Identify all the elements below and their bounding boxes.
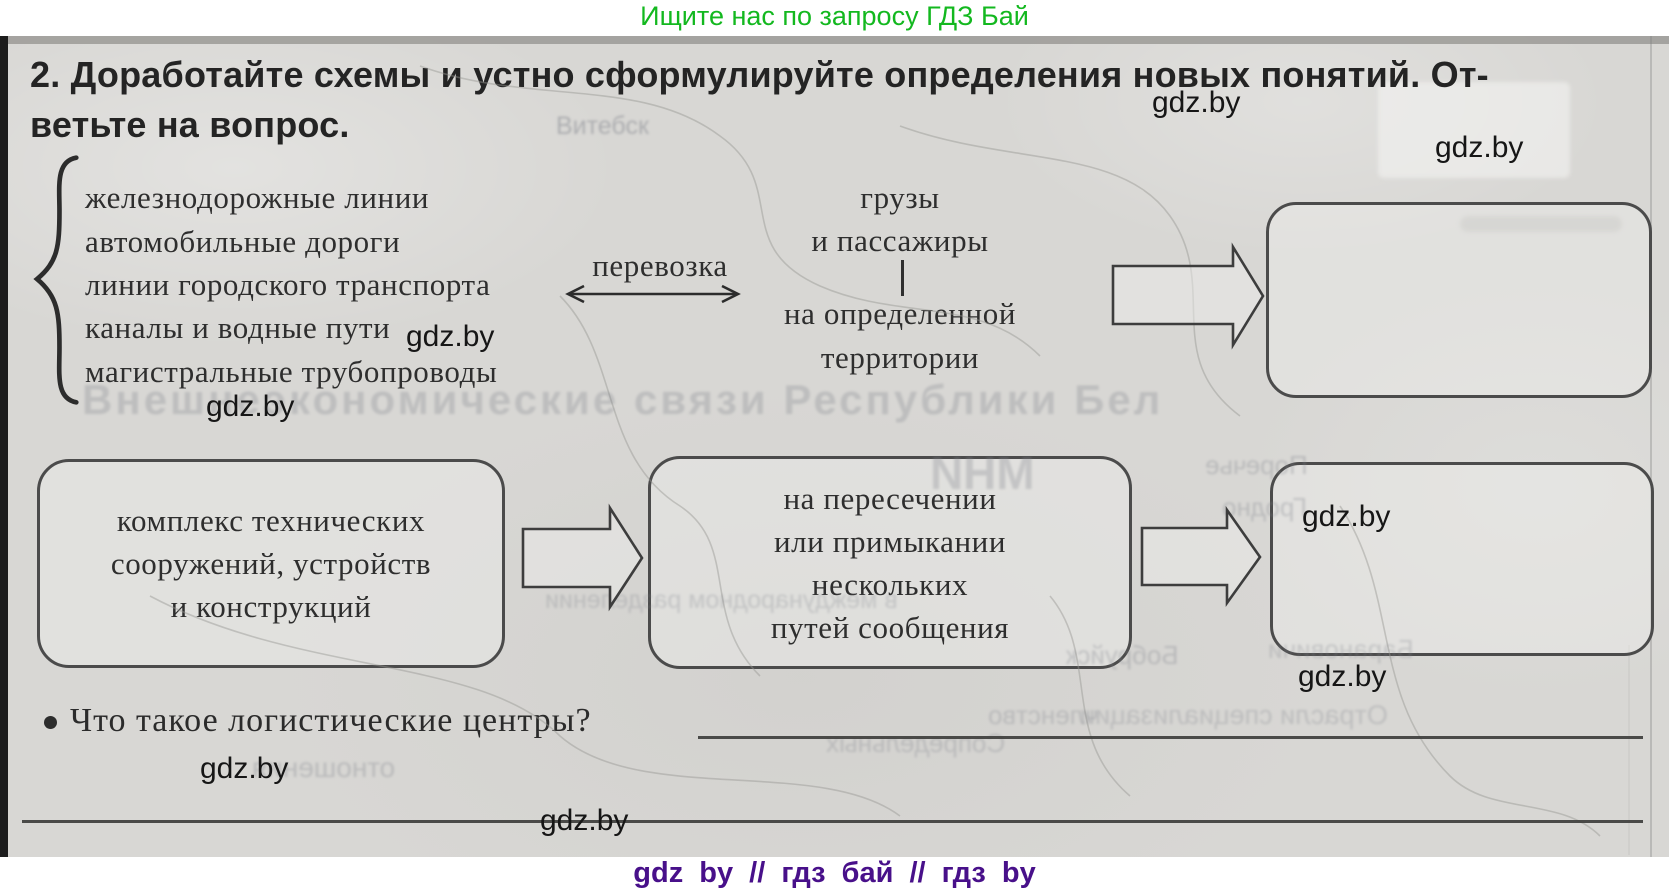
promo-banner-bottom: gdz by // гдз бай // гдз by (0, 857, 1669, 890)
promo-bottom-text: gdz by // гдз бай // гдз by (633, 857, 1036, 889)
table-ghost-line (1628, 645, 1630, 855)
block-arrow-right (521, 503, 644, 612)
curly-brace (33, 155, 79, 405)
scan-smudge (1460, 216, 1622, 232)
object-text: на определенной (783, 296, 1017, 331)
gdz-watermark: gdz.by (206, 390, 295, 423)
scan-top-edge (0, 36, 1669, 44)
task-heading-line1: 2. Доработайте схемы и устно сформулируй… (30, 54, 1489, 95)
ghost-text: Внешнеэкономические связи Республики Бел (82, 376, 1164, 423)
scan-light-patch (1378, 82, 1570, 178)
transport-list-item: железнодорожные линии (85, 180, 430, 215)
answer-line[interactable] (22, 820, 1643, 823)
ghost-text: Поречье (1205, 450, 1308, 480)
answer-box-node[interactable] (1270, 462, 1654, 656)
transport-list-item: магистральные трубопроводы (85, 354, 498, 389)
definition-line: сооружений, устройств (110, 546, 432, 581)
object-text: грузы (860, 180, 940, 215)
gdz-watermark: gdz.by (1302, 500, 1391, 533)
ghost-text: МНИ (930, 447, 1035, 499)
transport-list-item: каналы и водные пути (85, 310, 391, 345)
bullet-marker (44, 716, 57, 729)
answer-box-transport[interactable] (1266, 202, 1652, 398)
gdz-watermark: gdz.by (1152, 86, 1241, 119)
gdz-watermark: gdz.by (406, 320, 495, 353)
transport-list-item: автомобильные дороги (85, 224, 401, 259)
definition-box: комплекс технических сооружений, устройс… (37, 459, 505, 668)
ghost-map-lines (149, 65, 1601, 837)
definition-line: и конструкций (170, 589, 372, 624)
location-line: нескольких (811, 566, 969, 602)
location-line: или примыкании (773, 523, 1007, 559)
question-text: Что такое логистические центры? (70, 702, 592, 739)
task-heading-line2: ветьте на вопрос. (30, 104, 350, 145)
gdz-watermark: gdz.by (1298, 660, 1387, 693)
definition-line: комплекс технических (116, 503, 426, 538)
object-text: территории (820, 340, 980, 375)
promo-banner-top: Ищите нас по запросу ГДЗ Бай (0, 1, 1669, 32)
location-line: путей сообщения (770, 609, 1010, 645)
promo-top-text: Ищите нас по запросу ГДЗ Бай (640, 1, 1029, 31)
block-arrow-right (1140, 505, 1262, 608)
answer-line[interactable] (698, 736, 1643, 739)
gdz-watermark: gdz.by (1435, 131, 1524, 164)
vertical-connector (901, 260, 904, 296)
transport-list-item: линии городского транспорта (85, 267, 491, 302)
ghost-text: Отрасли специализации (1080, 700, 1388, 730)
location-box: на пересечении или примыкании нескольких… (648, 456, 1132, 669)
location-line: на пересечении (783, 480, 997, 516)
ghost-text: Бобруйск (1066, 640, 1179, 670)
scan-left-edge (0, 36, 8, 857)
relation-label: перевозка (592, 248, 728, 283)
gdz-watermark: gdz.by (200, 752, 289, 785)
ghost-text: Сопредельных (826, 728, 1006, 758)
block-arrow-right (1111, 242, 1265, 350)
object-text: и пассажиры (811, 223, 989, 258)
page-fold-line (1650, 36, 1652, 857)
double-arrow (565, 284, 741, 304)
gdz-watermark: gdz.by (540, 804, 629, 837)
ghost-text: Витебск (556, 112, 649, 140)
